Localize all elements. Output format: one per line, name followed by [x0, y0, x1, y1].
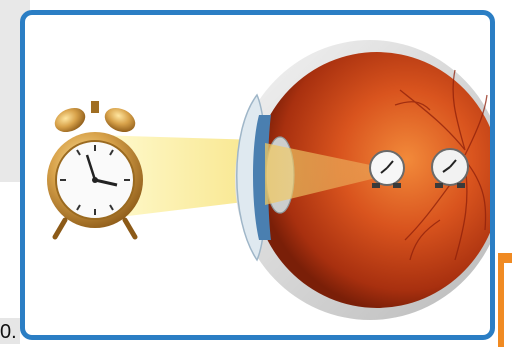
- illustration-frame: [20, 10, 495, 340]
- eye-focus-diagram: [25, 15, 490, 335]
- alarm-clock-icon: [47, 101, 143, 237]
- orange-accent-box: [498, 253, 512, 347]
- corner-number-label: 0.: [0, 318, 20, 344]
